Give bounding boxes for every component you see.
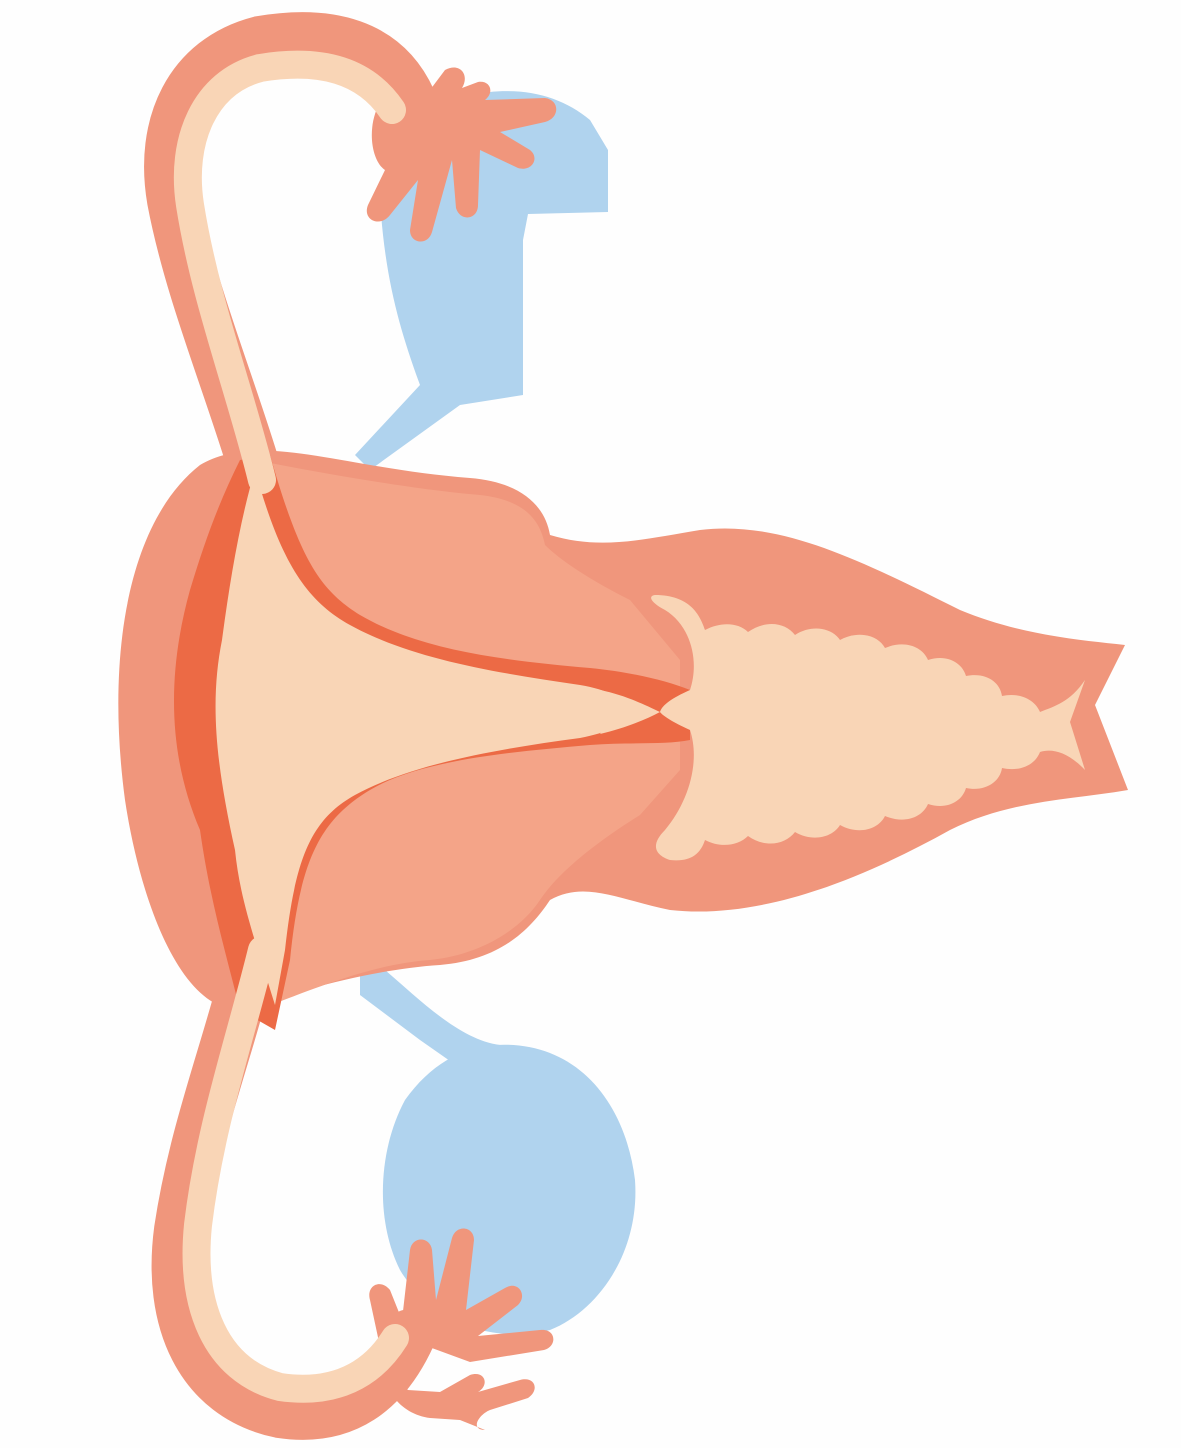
diagram-canvas [0, 0, 1181, 1448]
reproductive-system-diagram [0, 0, 1181, 1448]
